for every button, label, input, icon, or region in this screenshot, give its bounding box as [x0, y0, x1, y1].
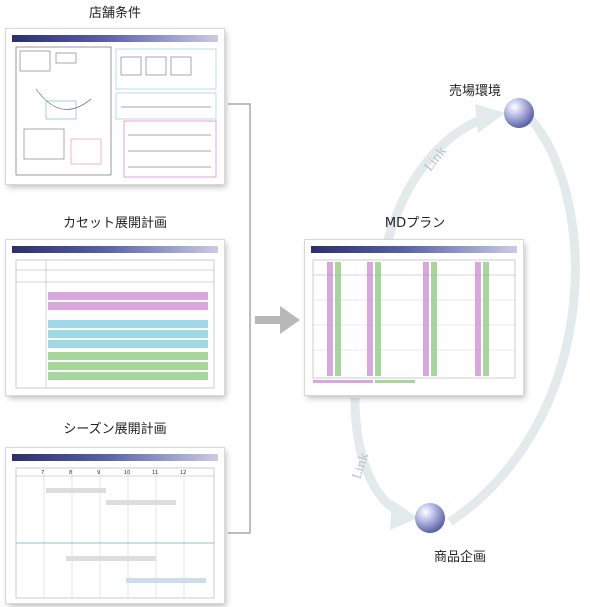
month-label: 7	[41, 470, 44, 476]
month-label: 11	[152, 470, 158, 476]
floor-plan-thumbnail	[15, 46, 217, 178]
month-label: 9	[97, 470, 100, 476]
month-label: 10	[124, 470, 130, 476]
label-product-planning: 商品企画	[433, 550, 486, 565]
bracket-line	[228, 103, 251, 534]
month-label: 8	[69, 470, 72, 476]
sphere-sales-floor	[504, 98, 534, 128]
label-season-plan: シーズン展開計画	[63, 422, 167, 437]
season-plan-sheet: 7 8 9 10 11 12	[6, 448, 224, 603]
label-cassette-plan: カセット展開計画	[62, 216, 167, 231]
md-table-thumbnail	[312, 259, 516, 383]
sheet-header-bar	[12, 35, 218, 42]
arc-top	[383, 113, 487, 242]
md-plan-sheet	[305, 240, 523, 395]
label-md-plan: MDプラン	[384, 216, 446, 231]
sphere-product-planning	[415, 503, 445, 533]
cassette-plan-sheet	[6, 240, 224, 395]
arc-right	[447, 115, 580, 526]
label-sales-floor: 売場環境	[448, 84, 501, 99]
label-store-conditions: 店舗条件	[88, 6, 141, 21]
sheet-header-bar	[311, 246, 517, 253]
cassette-table-thumbnail	[15, 259, 215, 389]
sheet-header-bar	[12, 246, 218, 253]
arc-bottom-arrowhead	[390, 500, 418, 530]
center-arrow	[255, 306, 300, 334]
season-chart-thumbnail: 7 8 9 10 11 12	[15, 467, 215, 599]
arc-top-arrowhead	[475, 104, 505, 133]
month-label: 12	[180, 470, 186, 476]
sheet-header-bar	[12, 454, 218, 461]
store-conditions-sheet	[6, 29, 224, 184]
